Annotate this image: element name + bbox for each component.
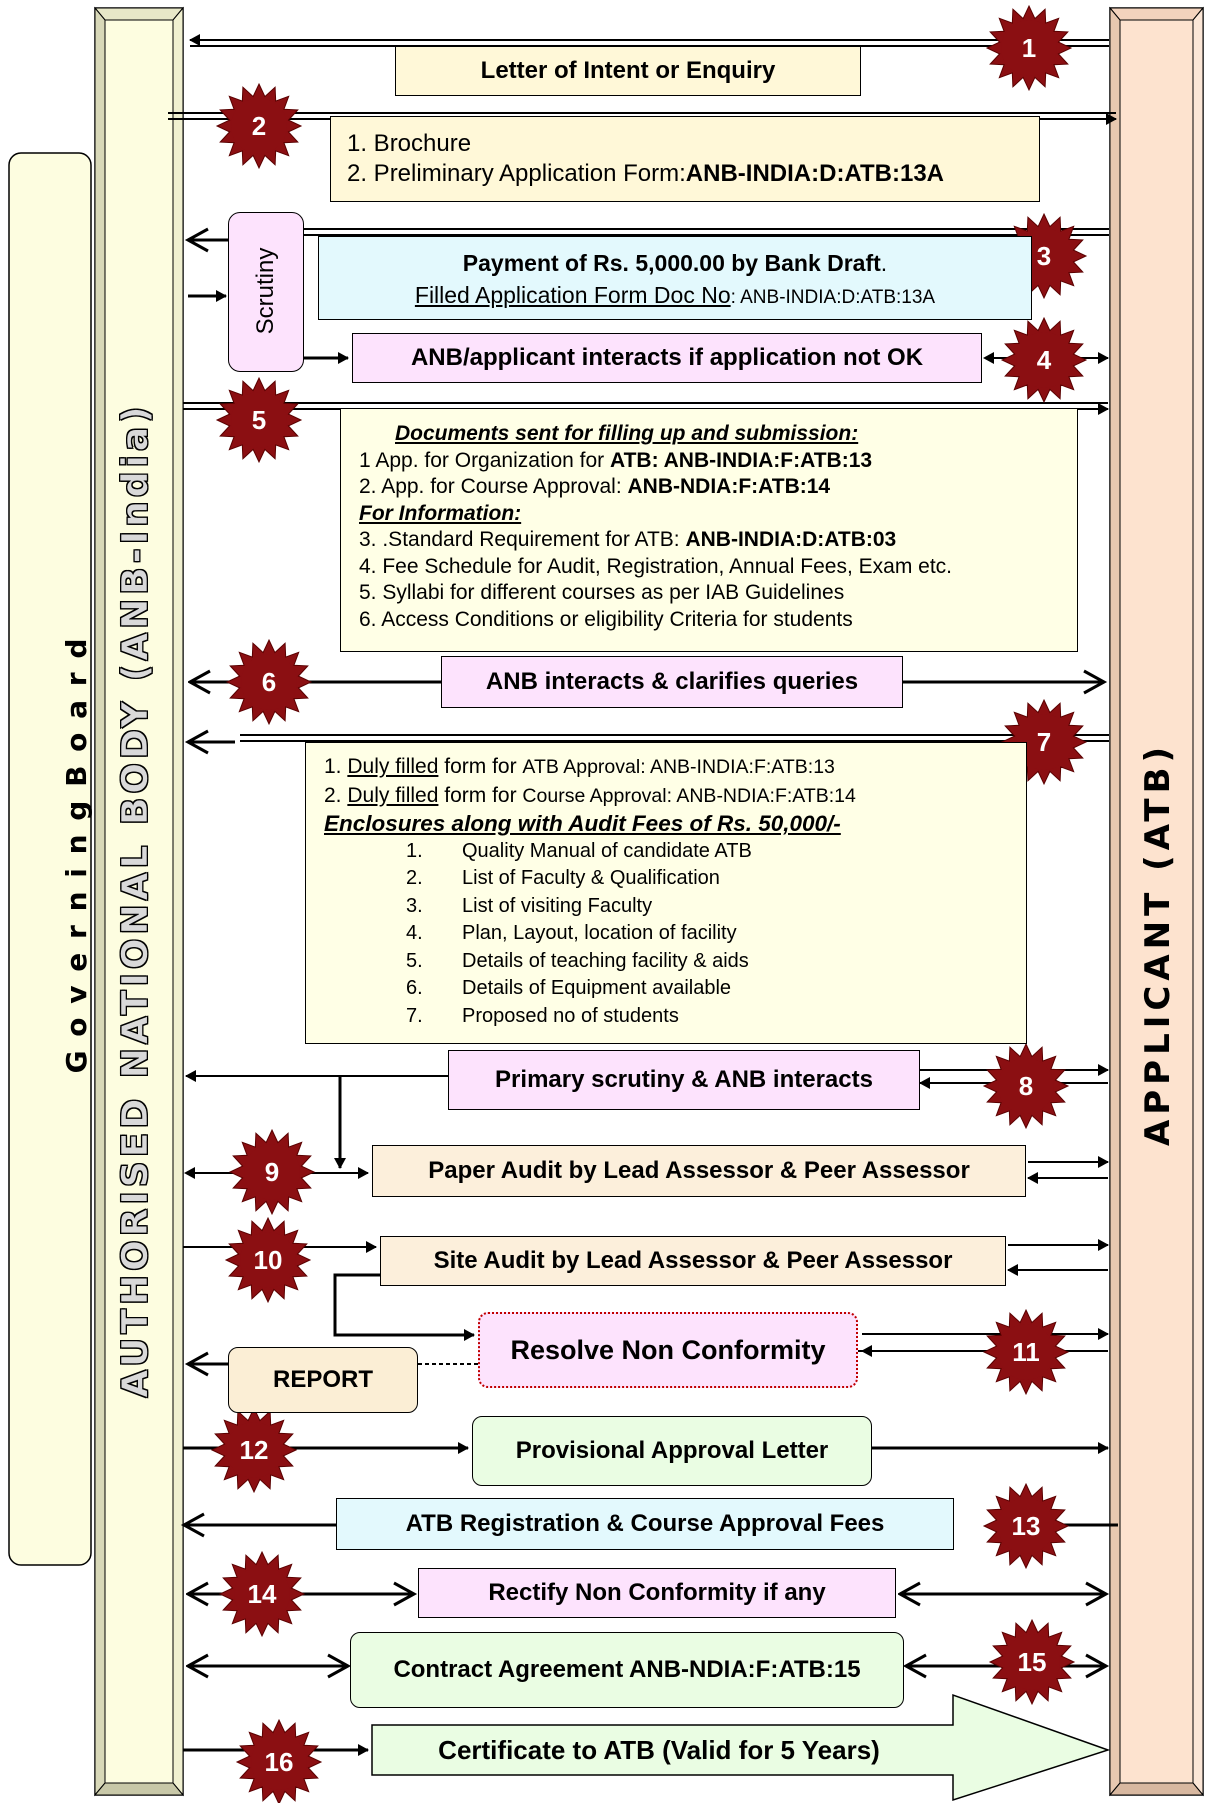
step-number: 11 [1012, 1337, 1040, 1367]
resolve-nc-box: Resolve Non Conformity [478, 1312, 858, 1388]
step-badge-5: 5 [215, 376, 303, 464]
primary-scrutiny-box: Primary scrutiny & ANB interacts [448, 1050, 920, 1110]
step-number: 7 [1037, 727, 1051, 757]
step-number: 6 [262, 667, 276, 697]
anb-label: AUTHORISED NATIONAL BODY (ANB-India) [115, 402, 157, 1398]
interacts-not-ok-box: ANB/applicant interacts if application n… [352, 333, 982, 383]
enclosure-item: 7.Proposed no of students [406, 1004, 679, 1027]
documents-item-6: 6. Access Conditions or eligibility Crit… [359, 607, 853, 631]
anb-column [93, 6, 185, 1797]
documents-item-4: 4. Fee Schedule for Audit, Registration,… [359, 554, 952, 578]
step-number: 3 [1037, 241, 1051, 271]
contract-box: Contract Agreement ANB-NDIA:F:ATB:15 [350, 1632, 904, 1708]
brochure-box: 1. Brochure 2. Preliminary Application F… [330, 116, 1040, 202]
paper-audit-box: Paper Audit by Lead Assessor & Peer Asse… [372, 1145, 1026, 1197]
documents-info-heading: For Information: [359, 501, 522, 525]
brochure-line-1: 1. Brochure [347, 130, 472, 157]
step-number: 14 [248, 1579, 277, 1609]
enclosure-item: 4.Plan, Layout, location of facility [406, 922, 737, 944]
enclosure-item: 3.List of visiting Faculty [406, 894, 653, 917]
payment-line-2: Filled Application Form Doc No: ANB-INDI… [414, 282, 936, 308]
step-badge-2: 2 [215, 82, 303, 170]
registration-fees-box: ATB Registration & Course Approval Fees [336, 1498, 954, 1550]
step-number: 9 [265, 1157, 279, 1187]
documents-item-3: 3. .Standard Requirement for ATB: ANB-IN… [359, 528, 897, 551]
scrutiny-box: Scrutiny [228, 212, 304, 372]
payment-box: Payment of Rs. 5,000.00 by Bank Draft. F… [318, 236, 1032, 320]
step-number: 15 [1018, 1647, 1047, 1677]
step-badge-1: 1 [985, 4, 1073, 92]
report-box: REPORT [228, 1347, 418, 1413]
letter-of-intent-box: Letter of Intent or Enquiry [395, 46, 861, 96]
step-badge-13: 13 [982, 1482, 1070, 1570]
submission-box: 1. Duly filled form for ATB Approval: AN… [305, 742, 1027, 1044]
step-number: 5 [252, 405, 266, 435]
step-number: 16 [265, 1747, 294, 1777]
submission-heading: Enclosures along with Audit Fees of Rs. … [324, 811, 841, 836]
enclosure-item: 2.List of Faculty & Qualification [406, 867, 720, 889]
brochure-line-2: 2. Preliminary Application Form:ANB-INDI… [347, 160, 944, 187]
enclosure-item: 6.Details of Equipment available [406, 977, 732, 999]
step-badge-9: 9 [228, 1128, 316, 1216]
rectify-nc-box: Rectify Non Conformity if any [418, 1568, 896, 1618]
step-badge-14: 14 [218, 1550, 306, 1638]
clarifies-box: ANB interacts & clarifies queries [441, 656, 903, 708]
applicant-column [1108, 6, 1205, 1797]
step-badge-10: 10 [224, 1216, 312, 1304]
governing-board-column [8, 152, 92, 1566]
documents-item-2: 2. App. for Course Approval: ANB-NDIA:F:… [359, 475, 831, 498]
enclosures-list: 1.Quality Manual of candidate ATB 2.List… [324, 838, 1008, 1031]
payment-line-1: Payment of Rs. 5,000.00 by Bank Draft. [462, 250, 888, 276]
enclosure-item: 5.Details of teaching facility & aids [406, 949, 749, 972]
documents-box: Documents sent for filling up and submis… [340, 408, 1078, 652]
step-badge-12: 12 [210, 1406, 298, 1494]
step-badge-16: 16 [235, 1718, 323, 1803]
step-number: 4 [1037, 345, 1052, 375]
submission-line-1: 1. Duly filled form for ATB Approval: AN… [324, 755, 835, 778]
certificate-label: Certificate to ATB (Valid for 5 Years) [438, 1734, 880, 1765]
step-badge-15: 15 [988, 1618, 1076, 1706]
submission-line-2: 2. Duly filled form for Course Approval:… [324, 783, 856, 807]
step-number: 13 [1012, 1511, 1041, 1541]
governing-board-label: G o v e r n i n g B o a r d [60, 636, 93, 1074]
step-badge-6: 6 [225, 638, 313, 726]
applicant-label: APPLICANT (ATB) [1138, 741, 1178, 1147]
step-badge-4: 4 [1000, 316, 1088, 404]
step-badge-11: 11 [982, 1308, 1070, 1396]
step-number: 1 [1022, 33, 1036, 63]
documents-heading: Documents sent for filling up and submis… [395, 422, 859, 445]
step-number: 12 [240, 1435, 269, 1465]
documents-item-1: 1 App. for Organization for ATB: ANB-IND… [359, 448, 873, 472]
site-audit-box: Site Audit by Lead Assessor & Peer Asses… [380, 1236, 1006, 1286]
documents-item-5: 5. Syllabi for different courses as per … [359, 581, 845, 604]
scrutiny-label: Scrutiny [252, 247, 279, 335]
step-number: 8 [1019, 1071, 1033, 1101]
provisional-box: Provisional Approval Letter [472, 1416, 872, 1486]
step-number: 10 [254, 1245, 283, 1275]
step-badge-8: 8 [982, 1042, 1070, 1130]
certificate-arrow [371, 1693, 1111, 1802]
step-number: 2 [252, 111, 266, 141]
enclosure-item: 1.Quality Manual of candidate ATB [406, 839, 752, 862]
